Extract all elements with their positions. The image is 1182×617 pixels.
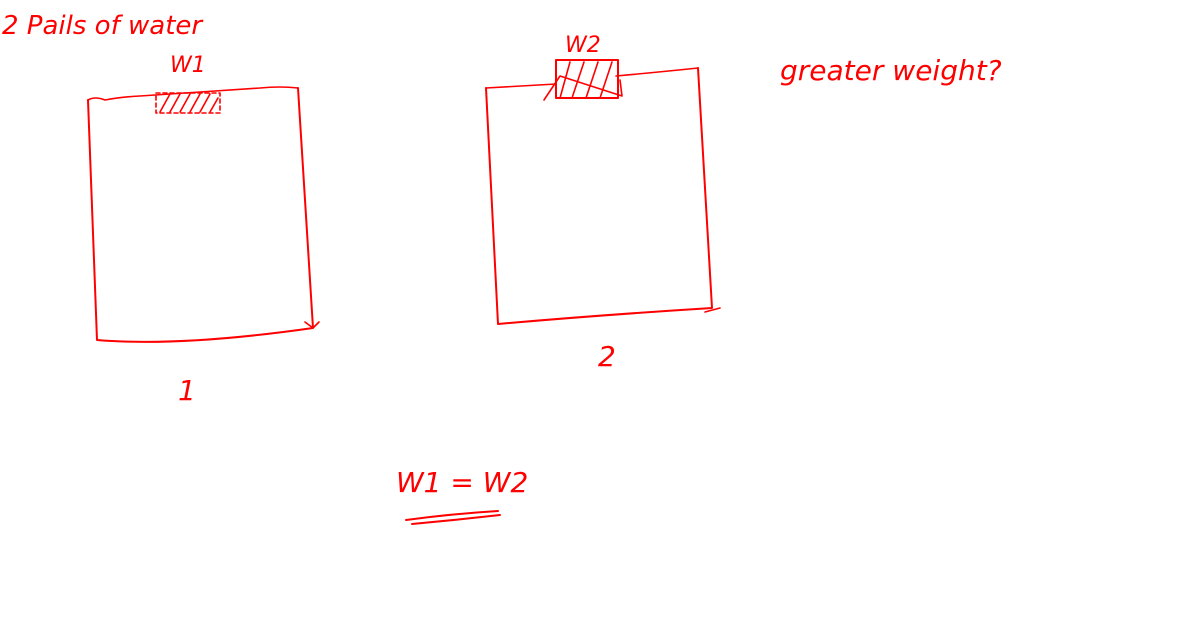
pail-2-water-surface <box>485 67 699 89</box>
pail-2: W2 2 <box>485 33 721 373</box>
pail-2-tick <box>704 307 721 313</box>
pail-1-submerged-object <box>155 92 221 114</box>
answer: W1 = W2 <box>396 466 528 525</box>
pail-1-tick <box>304 321 320 329</box>
question-text: greater weight? <box>780 54 1002 87</box>
title-text: 2 Pails of water <box>2 11 204 41</box>
pail-2-weight-label: W2 <box>565 33 601 58</box>
pail-1: W1 1 <box>87 53 320 407</box>
pail-1-weight-label: W1 <box>170 53 206 78</box>
answer-underline <box>405 510 501 525</box>
pail-2-outline <box>485 67 713 325</box>
pail-1-number-label: 1 <box>178 374 196 407</box>
pail-2-floating-object <box>543 59 623 101</box>
pail-2-number-label: 2 <box>598 340 616 373</box>
answer-text: W1 = W2 <box>396 466 528 499</box>
pail-1-outline <box>87 87 314 343</box>
